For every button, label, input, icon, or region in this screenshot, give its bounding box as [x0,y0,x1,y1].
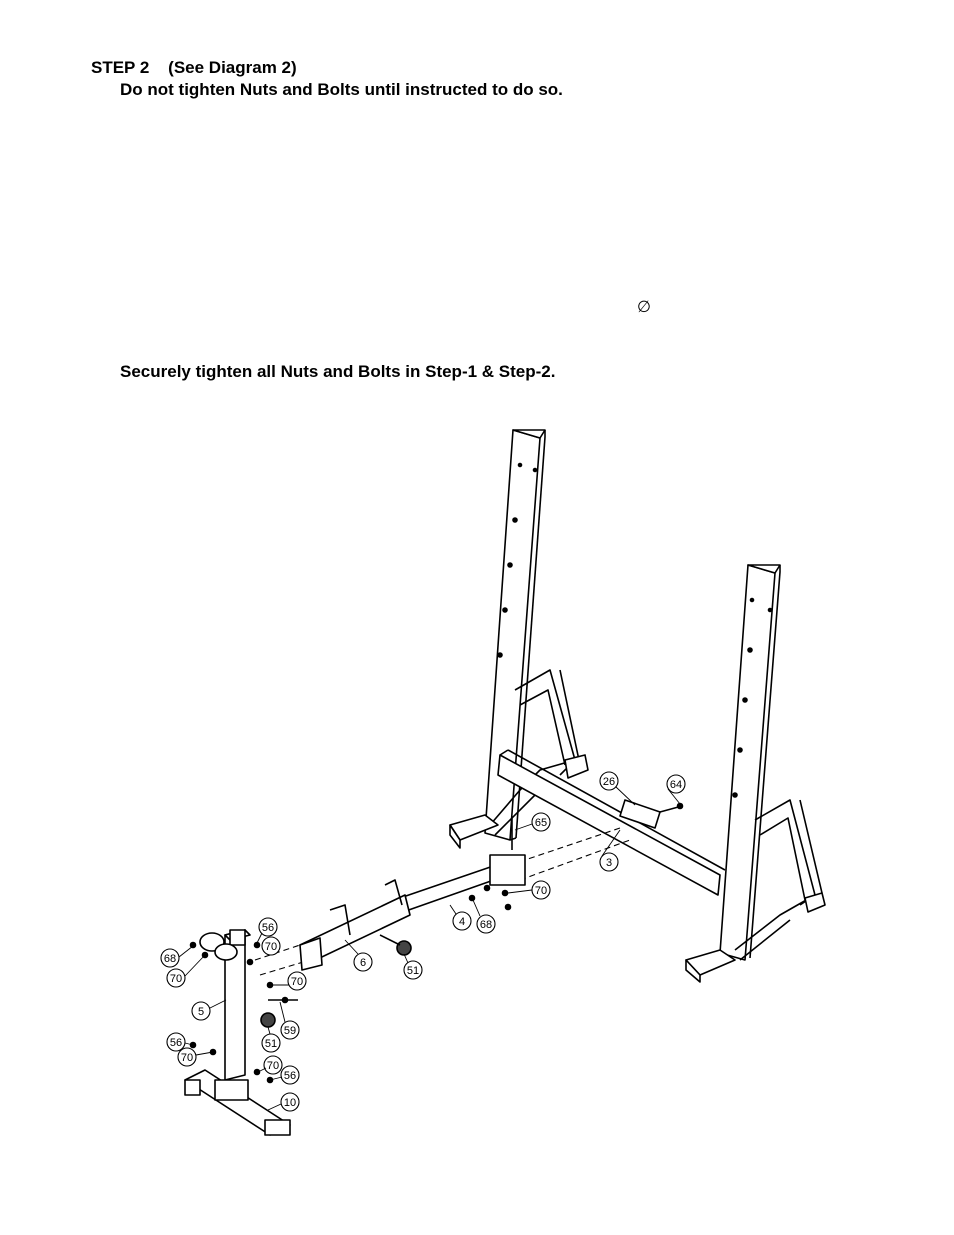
svg-text:6: 6 [360,957,366,969]
callout-70-a: 70 [531,880,551,900]
svg-text:56: 56 [170,1037,182,1049]
callout-4: 4 [452,911,472,931]
callout-70-b: 70 [261,936,281,956]
pop-pin-51-lower [260,1012,276,1028]
svg-text:70: 70 [291,976,303,988]
front-post-5 [199,929,251,1081]
svg-text:65: 65 [535,817,547,829]
callout-64: 64 [666,774,686,794]
svg-text:59: 59 [284,1025,296,1037]
callout-70-f: 70 [263,1055,283,1075]
svg-text:56: 56 [262,922,274,934]
right-upright [719,564,781,961]
callout-51-a: 51 [403,960,423,980]
svg-text:51: 51 [265,1038,277,1050]
callout-51-b: 51 [261,1033,281,1053]
callout-70-e: 70 [177,1047,197,1067]
svg-text:70: 70 [535,885,547,897]
svg-text:56: 56 [284,1070,296,1082]
callout-56-b: 56 [166,1032,186,1052]
svg-text:5: 5 [198,1006,204,1018]
svg-text:70: 70 [170,973,182,985]
callout-68-a: 68 [476,914,496,934]
callout-70-c: 70 [166,968,186,988]
callout-3: 3 [599,852,619,872]
callouts: 26 64 65 3 70 68 4 6 51 56 70 68 70 5 70… [160,771,686,1112]
front-foot-10 [184,1069,291,1136]
svg-text:51: 51 [407,965,419,977]
right-base-frame [685,799,826,983]
tube-6 [299,879,411,971]
crossbar-3 [497,749,726,896]
callout-65: 65 [531,812,551,832]
callout-6: 6 [353,952,373,972]
bracket-26 [619,799,661,829]
callout-26: 26 [599,771,619,791]
svg-text:10: 10 [284,1097,296,1109]
svg-text:70: 70 [265,941,277,953]
callout-5: 5 [191,1001,211,1021]
svg-text:26: 26 [603,776,615,788]
step-heading: STEP 2 (See Diagram 2) [91,58,297,77]
callout-10: 10 [280,1092,300,1112]
diameter-symbol: ∅ [637,299,651,316]
callout-56-a: 56 [258,917,278,937]
svg-text:70: 70 [267,1060,279,1072]
callout-68-b: 68 [160,948,180,968]
pop-pin-51 [396,940,412,956]
final-instruction: Securely tighten all Nuts and Bolts in S… [120,362,556,381]
svg-text:64: 64 [670,779,682,791]
svg-text:4: 4 [459,916,465,928]
callout-56-c: 56 [280,1065,300,1085]
svg-text:70: 70 [181,1052,193,1064]
callout-70-d: 70 [287,971,307,991]
svg-text:68: 68 [164,953,176,965]
svg-text:3: 3 [606,857,612,869]
svg-text:68: 68 [480,919,492,931]
callout-59: 59 [280,1020,300,1040]
step-instruction: Do not tighten Nuts and Bolts until inst… [120,80,563,99]
bench-tube-4 [399,854,526,913]
